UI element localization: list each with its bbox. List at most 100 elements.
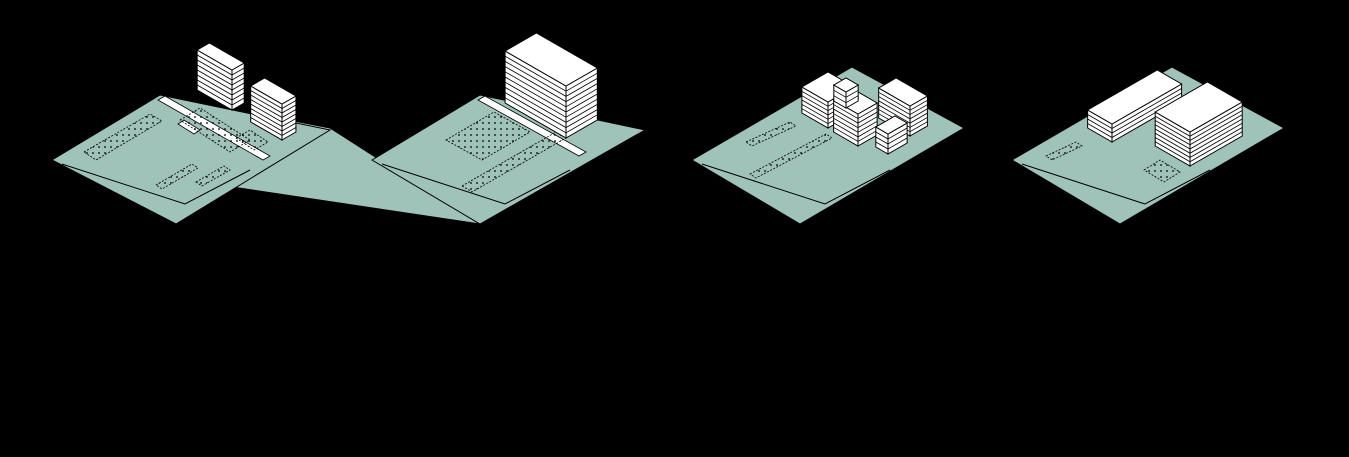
floor-line — [231, 72, 245, 81]
floor-line — [504, 55, 567, 92]
floor-line — [1155, 132, 1191, 154]
floor-line — [250, 90, 283, 109]
building-roof — [504, 32, 599, 87]
floor-line — [887, 127, 908, 140]
floor-line — [857, 107, 878, 119]
building-roof — [1154, 81, 1244, 133]
floor-line — [565, 104, 598, 123]
floor-line — [878, 104, 911, 124]
floor-line — [878, 96, 911, 115]
floor-line — [504, 87, 567, 123]
floor-line — [878, 100, 911, 120]
floor-line — [565, 109, 598, 128]
building-block — [196, 42, 246, 111]
floor-line — [231, 87, 245, 96]
planting-strip — [1143, 159, 1181, 183]
floor-line — [565, 83, 598, 102]
site-panel-1 — [50, 42, 481, 225]
planting-strip — [235, 129, 269, 151]
floor-line — [833, 108, 859, 124]
floor-line — [833, 95, 847, 104]
site-edge-line — [381, 163, 571, 205]
floor-line — [504, 76, 567, 113]
floor-line — [1087, 114, 1113, 129]
floor-line — [1189, 131, 1243, 163]
floor-line — [281, 127, 297, 136]
floor-line — [231, 82, 245, 91]
building-roof — [874, 115, 909, 135]
floor-line — [801, 108, 829, 125]
floor-line — [281, 104, 297, 114]
floor-line — [281, 109, 297, 118]
floor-line — [878, 91, 911, 111]
floor-line — [250, 112, 283, 132]
planting-strip — [179, 107, 251, 153]
floor-line — [197, 59, 233, 81]
building-block — [504, 32, 599, 139]
floor-line — [887, 132, 908, 145]
site-edge-line — [1021, 163, 1211, 205]
floor-line — [909, 99, 928, 111]
floor-line — [887, 137, 908, 150]
floor-line — [833, 89, 847, 98]
floor-line — [1189, 114, 1243, 146]
building-block — [249, 77, 297, 141]
floor-line — [250, 108, 283, 127]
planting-strip — [445, 111, 531, 161]
floor-line — [231, 77, 245, 86]
floor-line — [1189, 105, 1243, 137]
floor-line — [231, 97, 245, 106]
floor-line — [250, 94, 283, 114]
floor-line — [801, 103, 829, 120]
floor-line — [504, 71, 567, 108]
floor-line — [281, 100, 297, 109]
floor-line — [857, 120, 878, 133]
building-block — [832, 88, 879, 147]
floor-line — [909, 104, 928, 115]
site-panel-4 — [1011, 66, 1286, 225]
floor-line — [281, 118, 297, 127]
floor-line — [857, 125, 878, 138]
planting-strip — [155, 163, 199, 190]
floor-line — [281, 122, 297, 132]
floor-line — [565, 93, 598, 113]
floor-line — [504, 61, 567, 97]
floor-line — [1189, 127, 1243, 158]
floor-line — [857, 111, 878, 124]
floor-line — [801, 99, 829, 116]
floor-line — [857, 116, 878, 129]
floor-line — [250, 99, 283, 118]
building-block — [832, 77, 860, 109]
building-roof — [877, 77, 929, 107]
floor-line — [504, 81, 567, 118]
floor-line — [504, 97, 567, 134]
planting-strip — [195, 165, 231, 187]
floor-line — [833, 127, 859, 142]
floor-line — [197, 79, 233, 101]
floor-line — [833, 113, 859, 129]
floor-line — [504, 92, 567, 128]
floor-line — [909, 121, 928, 133]
floor-line — [197, 84, 233, 106]
planting-strip — [745, 121, 797, 147]
floor-line — [231, 92, 245, 101]
floor-line — [1189, 118, 1243, 150]
floor-line — [909, 112, 928, 124]
floor-line — [845, 89, 859, 98]
floor-line — [857, 130, 878, 142]
building-block — [1086, 69, 1183, 143]
floor-line — [565, 98, 598, 118]
floor-line — [1111, 92, 1182, 134]
site-panel-3 — [691, 66, 966, 225]
floor-line — [1087, 123, 1113, 138]
floor-line — [1111, 88, 1182, 129]
planting-strip — [83, 113, 163, 161]
floor-line — [875, 136, 889, 145]
building-block — [1154, 81, 1244, 167]
building-block — [874, 115, 909, 155]
site-panel-2 — [371, 32, 647, 225]
floor-line — [1155, 120, 1191, 141]
floor-line — [565, 78, 598, 97]
